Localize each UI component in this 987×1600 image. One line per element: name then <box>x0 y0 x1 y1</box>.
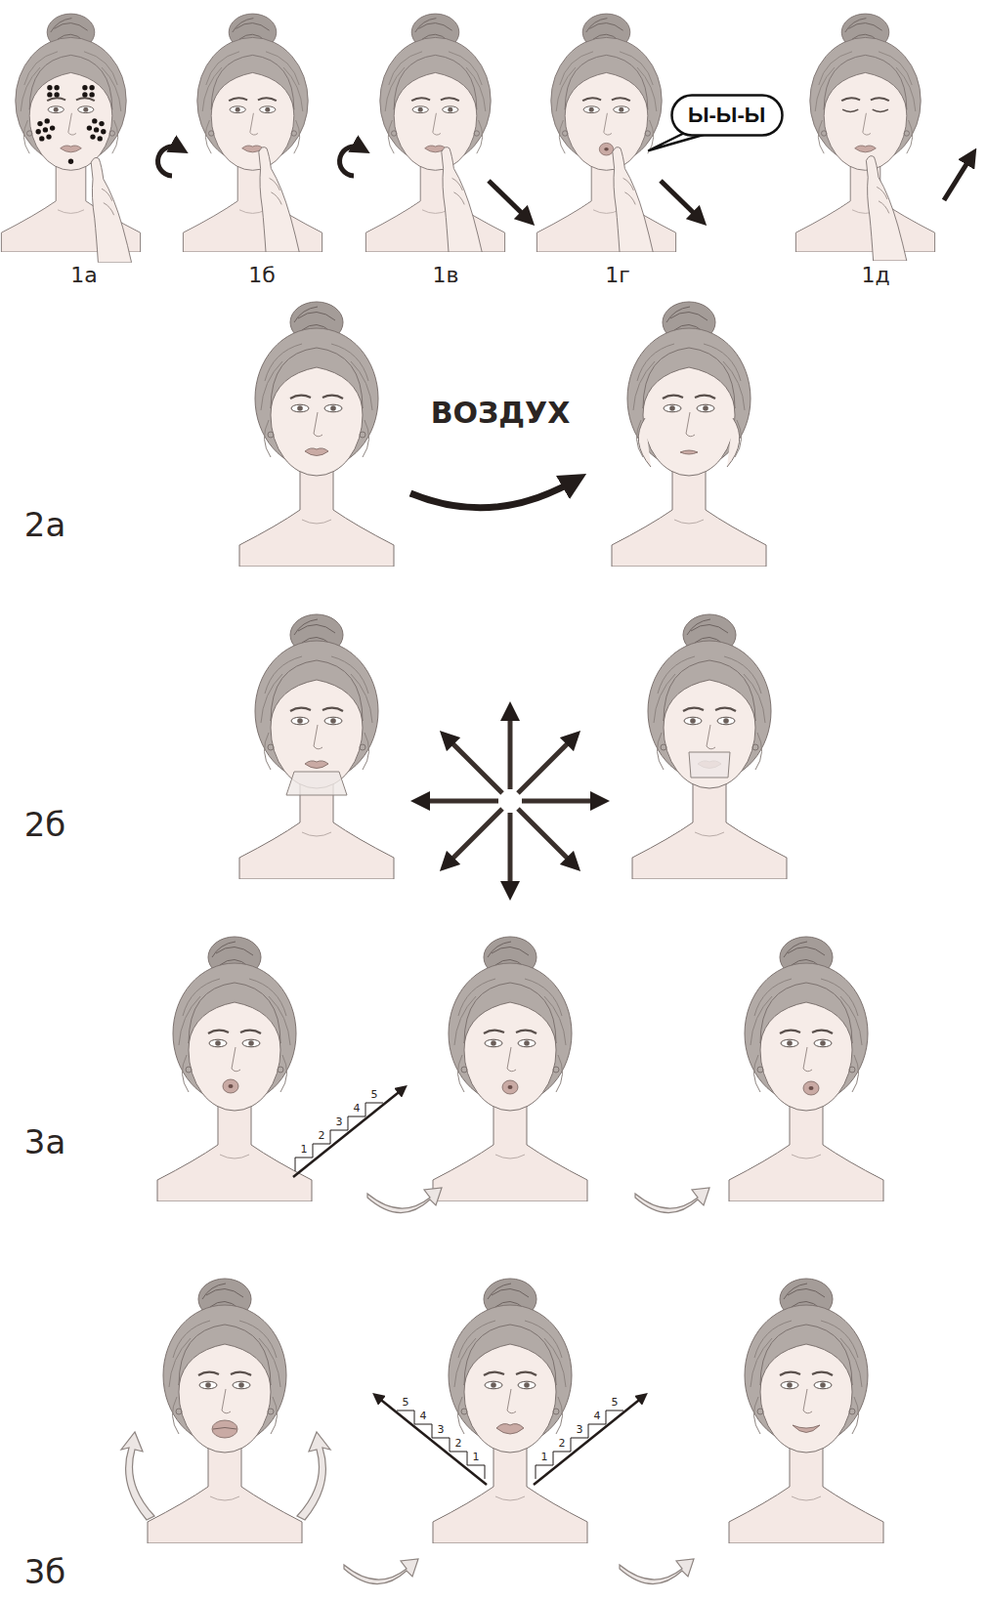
step-number: 1 <box>472 1452 480 1465</box>
rotation-arrows <box>158 146 972 219</box>
face-1g <box>536 13 676 253</box>
step-label: 2а <box>24 506 66 545</box>
face-3b-1 <box>147 1279 302 1545</box>
sequence-arrows <box>367 1188 710 1214</box>
face-2b-left <box>239 614 394 880</box>
face-3b-3 <box>729 1279 884 1545</box>
step-label: 1г <box>604 262 631 288</box>
step-number: 1 <box>300 1144 308 1158</box>
step-label: 2б <box>24 806 67 845</box>
air-arrow <box>410 480 575 509</box>
step-number: 4 <box>353 1103 361 1116</box>
step-number: 2 <box>455 1438 463 1452</box>
face-3a-3 <box>729 937 884 1202</box>
step-number: 5 <box>402 1397 410 1411</box>
step-label: 1д <box>860 262 890 288</box>
staircase <box>293 1089 403 1178</box>
face-2a-before <box>239 301 394 567</box>
face-1v <box>365 13 505 253</box>
step-label: 1в <box>432 262 460 288</box>
step-number: 3 <box>336 1116 344 1130</box>
direction-star <box>420 711 601 892</box>
face-1a <box>0 13 140 263</box>
face-3a-2 <box>432 937 588 1202</box>
speech-bubble: Ы-Ы-Ы <box>670 93 783 137</box>
bubble-text: Ы-Ы-Ы <box>687 102 766 129</box>
face-2a-after <box>611 301 767 567</box>
step-number: 3 <box>576 1424 584 1438</box>
step-label: 1б <box>248 262 276 288</box>
step-number: 2 <box>318 1130 326 1144</box>
step-label: 3а <box>24 1123 66 1162</box>
step-number: 5 <box>371 1089 379 1103</box>
motion-arrows <box>121 1432 694 1586</box>
staircase <box>533 1397 644 1486</box>
step-number: 3 <box>437 1424 445 1438</box>
caption-word: ВОЗДУХ <box>430 396 571 431</box>
step-label: 1а <box>70 262 97 288</box>
staircase <box>377 1397 487 1486</box>
step-number: 4 <box>420 1411 428 1424</box>
step-number: 1 <box>541 1452 549 1465</box>
step-label: 3б <box>24 1553 67 1592</box>
step-number: 2 <box>558 1438 566 1452</box>
face-1b <box>182 13 322 253</box>
face-2b-right <box>632 614 787 880</box>
face-3b-2 <box>432 1279 588 1545</box>
face-3a-1 <box>157 937 312 1202</box>
face-1d <box>795 13 935 261</box>
step-number: 5 <box>611 1397 619 1411</box>
step-number: 4 <box>594 1411 601 1424</box>
